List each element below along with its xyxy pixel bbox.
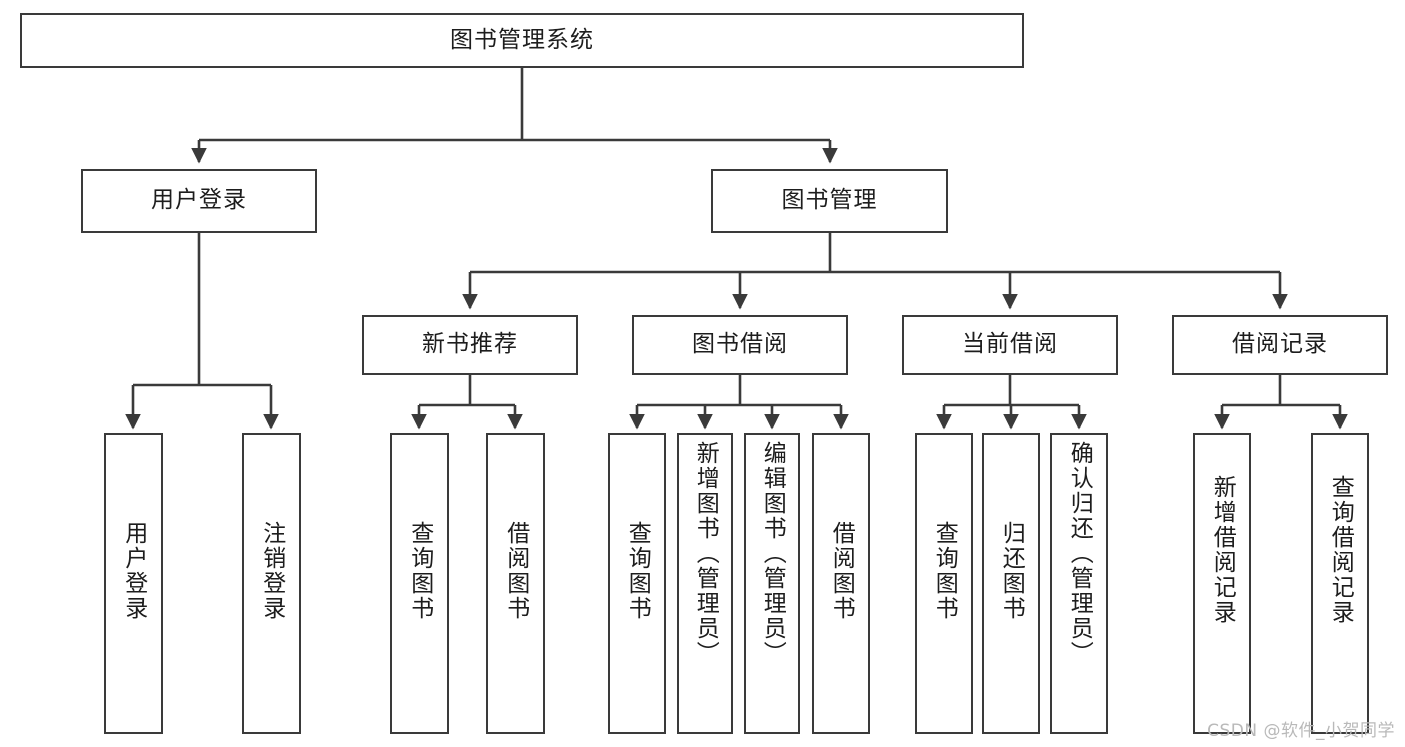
node-leaf-logout[interactable]: 注销登录 [242,433,301,734]
node-leaf-add-borrow-record[interactable]: 新增借阅记录 [1193,433,1251,734]
node-leaf-query-book-1[interactable]: 查询图书 [390,433,449,734]
node-leaf-query-book-3[interactable]: 查询图书 [915,433,973,734]
node-book-management[interactable]: 图书管理 [711,169,948,233]
node-leaf-return-book-label: 归还图书 [998,521,1025,621]
node-current-borrow-label: 当前借阅 [962,331,1058,358]
node-leaf-borrow-book-2-label: 借阅图书 [828,521,855,621]
node-leaf-add-book-admin-label: 新增图书（管理员） [692,441,719,666]
node-leaf-query-borrow-record-label: 查询借阅记录 [1327,475,1354,625]
node-leaf-query-book-1-label: 查询图书 [406,521,433,621]
node-leaf-confirm-return-admin[interactable]: 确认归还（管理员） [1050,433,1108,734]
node-leaf-borrow-book-1[interactable]: 借阅图书 [486,433,545,734]
node-borrow-record[interactable]: 借阅记录 [1172,315,1388,375]
node-leaf-user-login-label: 用户登录 [120,521,147,621]
node-leaf-logout-label: 注销登录 [258,521,285,621]
node-root-label: 图书管理系统 [450,26,594,53]
node-book-management-label: 图书管理 [781,187,878,214]
node-leaf-query-borrow-record[interactable]: 查询借阅记录 [1311,433,1369,734]
node-leaf-edit-book-admin[interactable]: 编辑图书（管理员） [744,433,800,734]
node-user-login-label: 用户登录 [151,187,247,214]
node-leaf-user-login[interactable]: 用户登录 [104,433,163,734]
node-leaf-query-book-2[interactable]: 查询图书 [608,433,666,734]
node-leaf-return-book[interactable]: 归还图书 [982,433,1040,734]
watermark: CSDN @软件_小贺同学 [1207,721,1395,741]
node-book-borrow-label: 图书借阅 [692,331,788,358]
node-leaf-borrow-book-2[interactable]: 借阅图书 [812,433,870,734]
node-leaf-query-book-2-label: 查询图书 [624,521,651,621]
node-new-book-recommend[interactable]: 新书推荐 [362,315,578,375]
node-leaf-confirm-return-admin-label: 确认归还（管理员） [1066,441,1093,666]
node-leaf-add-borrow-record-label: 新增借阅记录 [1209,475,1236,625]
node-leaf-borrow-book-1-label: 借阅图书 [502,521,529,621]
node-current-borrow[interactable]: 当前借阅 [902,315,1118,375]
node-book-borrow[interactable]: 图书借阅 [632,315,848,375]
node-leaf-add-book-admin[interactable]: 新增图书（管理员） [677,433,733,734]
node-root[interactable]: 图书管理系统 [20,13,1024,68]
node-borrow-record-label: 借阅记录 [1232,331,1328,358]
node-leaf-query-book-3-label: 查询图书 [931,521,958,621]
node-leaf-edit-book-admin-label: 编辑图书（管理员） [759,441,786,666]
node-new-book-recommend-label: 新书推荐 [422,331,518,358]
node-user-login[interactable]: 用户登录 [81,169,317,233]
